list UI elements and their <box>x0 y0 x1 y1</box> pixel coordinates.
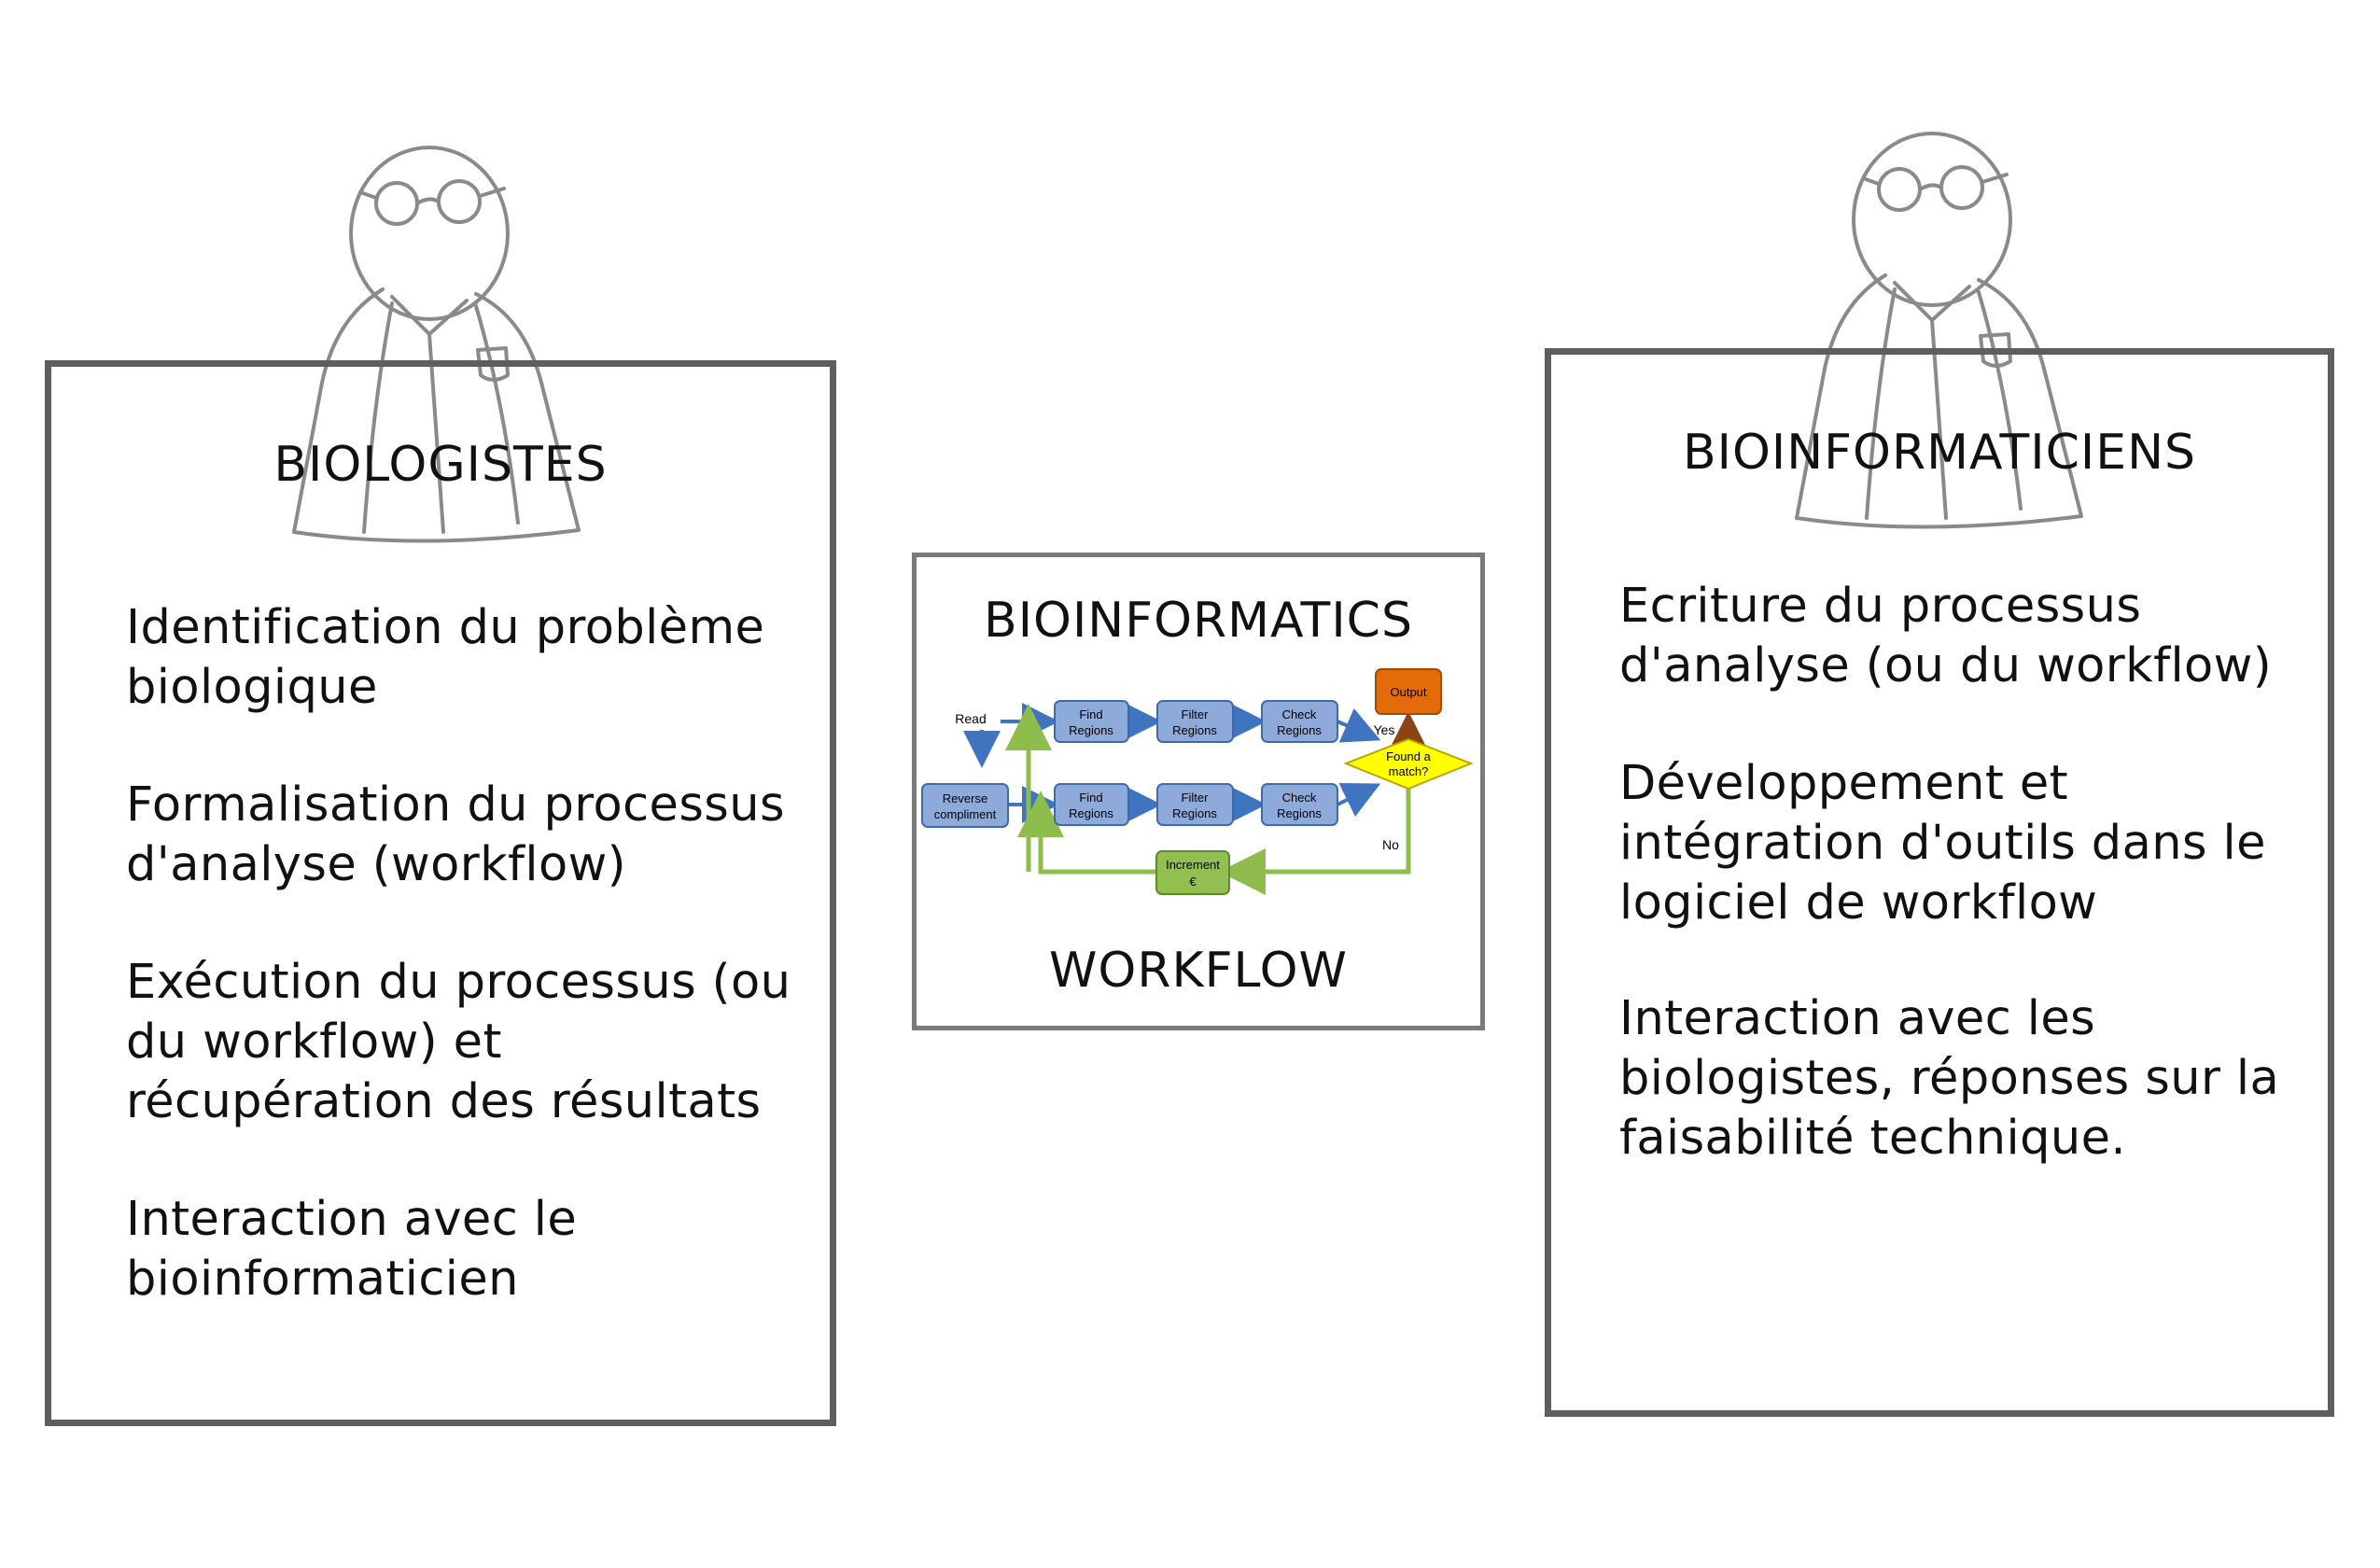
check-regions-1-line-2: Regions <box>1277 723 1322 737</box>
workflow-flowchart: Reverse compliment Read Find Regions Fil… <box>921 668 1474 895</box>
filter-regions-1-line-2: Regions <box>1172 723 1217 737</box>
find-regions-2-line-2: Regions <box>1069 806 1113 820</box>
bioinformatician-scientist-icon <box>1795 132 2083 529</box>
workflow-panel: BIOINFORMATICS <box>912 553 1485 1030</box>
decision-line-1: Found a <box>1386 749 1431 763</box>
bioinformatician-role-development: Développement et intégration d'outils da… <box>1619 756 2266 931</box>
decision-line-2: match? <box>1389 764 1429 778</box>
biologist-role-formalisation: Formalisation du processus d'analyse (wo… <box>126 777 785 892</box>
biologists-card: BIOLOGISTES Identification du problème b… <box>45 360 836 1426</box>
filter-regions-2-line-1: Filter <box>1182 791 1210 805</box>
reverse-line-1: Reverse <box>943 791 987 805</box>
find-regions-1-line-2: Regions <box>1069 723 1113 737</box>
biologist-role-identification: Identification du problème biologique <box>126 600 765 715</box>
find-regions-1-line-1: Find <box>1079 707 1102 721</box>
reverse-line-2: compliment <box>934 807 997 821</box>
filter-regions-2-line-2: Regions <box>1172 806 1217 820</box>
increment-line-1: Increment <box>1166 858 1220 872</box>
yes-label: Yes <box>1374 722 1395 737</box>
check-regions-2-line-1: Check <box>1282 791 1317 805</box>
biologists-title: BIOLOGISTES <box>273 437 608 493</box>
workflow-caption: WORKFLOW <box>1049 943 1348 999</box>
check-regions-1-line-1: Check <box>1282 707 1317 721</box>
output-label: Output <box>1390 685 1426 699</box>
read-label: Read <box>955 711 986 726</box>
bioinformatics-title: BIOINFORMATICS <box>984 593 1413 649</box>
bioinformatician-role-interaction: Interaction avec les biologistes, répons… <box>1619 991 2280 1166</box>
bioinformatician-role-writing: Ecriture du processus d'analyse (ou du w… <box>1619 579 2273 693</box>
no-label: No <box>1382 837 1399 852</box>
biologist-scientist-icon <box>292 146 581 543</box>
check-regions-2-line-2: Regions <box>1277 806 1322 820</box>
filter-regions-1-line-1: Filter <box>1182 707 1210 721</box>
bioinformaticians-card: BIOINFORMATICIENS Ecriture du processus … <box>1545 348 2334 1417</box>
biologist-role-interaction: Interaction avec le bioinformaticien <box>126 1192 578 1307</box>
biologist-role-execution: Exécution du processus (ou du workflow) … <box>126 955 791 1129</box>
find-regions-2-line-1: Find <box>1079 791 1102 805</box>
increment-line-2: € <box>1189 875 1197 889</box>
bioinformaticians-title: BIOINFORMATICIENS <box>1682 425 2197 481</box>
